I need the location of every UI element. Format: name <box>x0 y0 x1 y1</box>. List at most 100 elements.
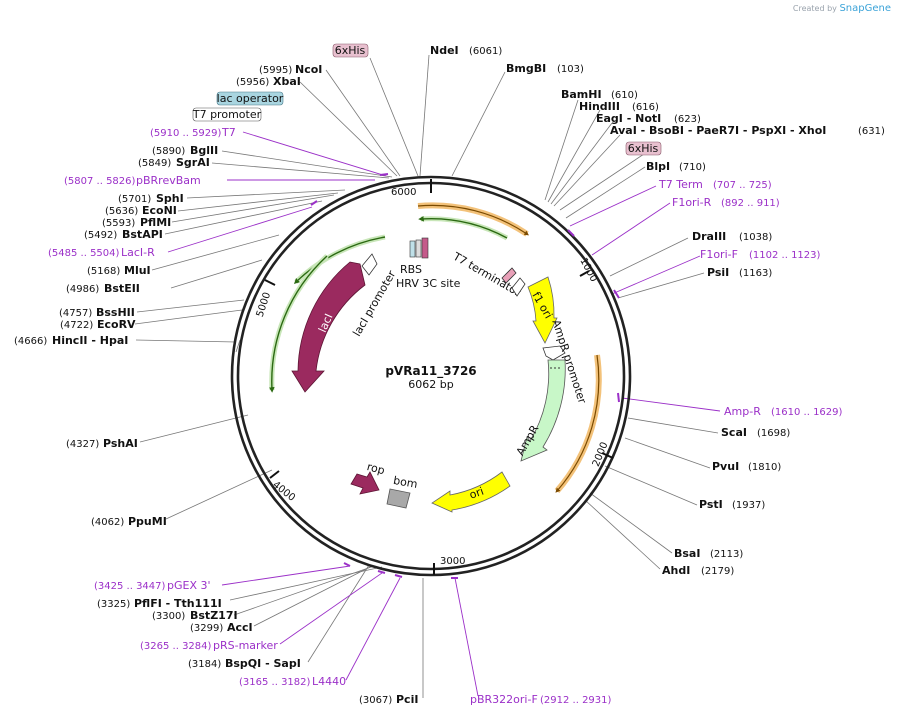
tick-5000 <box>264 279 276 286</box>
ori-arrow <box>431 471 511 513</box>
tick-1000 <box>579 270 590 277</box>
site-pcii-pos: (3067) <box>359 695 392 706</box>
site-ahdi: AhdI <box>662 564 690 577</box>
primer-pbr322ori-f: pBR322ori-F <box>470 693 538 706</box>
feature-rop-label: rop <box>365 460 386 477</box>
green-arrow-left1-line <box>293 236 386 284</box>
site-ecorv-pos: (4722) <box>60 320 93 331</box>
site-bmgbi-pos: (103) <box>557 64 584 75</box>
site-pshai: PshAI <box>103 437 138 450</box>
site-ecorv: EcoRV <box>97 318 136 331</box>
box-6xhis-top: 6xHis <box>335 44 366 57</box>
site-bglii-pos: (5890) <box>152 146 185 157</box>
feature-bom-label: bom <box>392 474 418 491</box>
tick-marks <box>264 179 614 575</box>
site-xbai-pos: (5956) <box>236 77 269 88</box>
site-mlui: MluI <box>124 264 151 277</box>
site-scai: ScaI <box>721 426 747 439</box>
site-bsteii: BstEII <box>104 282 140 295</box>
watermark-brand: SnapGene <box>839 3 891 14</box>
box-lac-operator: lac operator <box>217 92 284 105</box>
site-psti: PstI <box>699 498 723 511</box>
site-sgrai: SgrAI <box>176 156 210 169</box>
boxed-labels: 6xHis lac operator T7 promoter 6xHis <box>192 43 662 156</box>
primer-pbrrevbam-pos: (5807 .. 5826) <box>64 176 136 187</box>
site-ppumi: PpuMI <box>128 515 167 528</box>
site-bmgbi: BmgBI <box>506 62 546 75</box>
site-pflfi-pos: (3325) <box>97 599 130 610</box>
feature-rbs-label: RBS <box>400 263 422 276</box>
primer-amp-r-pos: (1610 .. 1629) <box>771 407 843 418</box>
site-xbai: XbaI <box>273 75 301 88</box>
ampr-arrow <box>520 359 566 462</box>
tick-2000 <box>601 452 614 459</box>
laci-promoter-arrow <box>361 253 378 276</box>
his-mark <box>421 237 429 259</box>
green-arrow-left2-line <box>269 255 328 393</box>
primer-l4440: L4440 <box>312 675 346 688</box>
primer-t7-pos: (5910 .. 5929) <box>150 128 222 139</box>
site-bglii: BglII <box>190 144 218 157</box>
tick-label-3000: 3000 <box>440 556 465 567</box>
primer-pbr322ori-f-pos: (2912 .. 2931) <box>540 695 612 706</box>
hrv-mark <box>415 239 422 258</box>
site-pshai-pos: (4327) <box>66 439 99 450</box>
site-bstapi: BstAPI <box>122 228 163 241</box>
site-hincii-hpai: HincII - HpaI <box>52 334 128 347</box>
primer-labels: (5910 .. 5929) T7 (5807 .. 5826) pBRrevB… <box>48 126 843 706</box>
site-pvui-pos: (1810) <box>748 462 781 473</box>
site-eagi-noti-pos: (623) <box>674 114 701 125</box>
plasmid-length: 6062 bp <box>408 378 453 391</box>
site-ndei: NdeI <box>430 44 459 57</box>
primer-t7-term: T7 Term <box>658 178 703 191</box>
site-sgrai-pos: (5849) <box>138 158 171 169</box>
primer-marks <box>310 173 620 579</box>
site-blpi-pos: (710) <box>679 162 706 173</box>
site-bsshii-pos: (4757) <box>59 308 92 319</box>
tick-label-6000: 6000 <box>391 187 416 198</box>
site-bamhi: BamHI <box>561 88 602 101</box>
orf-top-line <box>417 204 529 236</box>
site-acci-pos: (3299) <box>190 623 223 634</box>
primer-pgex3: pGEX 3' <box>167 579 211 592</box>
ampr-promoter-arrow <box>542 345 566 361</box>
site-bsai-pos: (2113) <box>710 549 743 560</box>
site-ndei-pos: (6061) <box>469 46 502 57</box>
site-bsai: BsaI <box>674 547 700 560</box>
watermark-prefix: Created by <box>792 4 837 13</box>
site-bstz17i-pos: (3300) <box>152 611 185 622</box>
site-hindiii: HindIII <box>579 100 620 113</box>
primer-pgex3-pos: (3425 .. 3447) <box>94 581 166 592</box>
site-draiii: DraIII <box>692 230 726 243</box>
leader-lines <box>134 54 719 698</box>
site-bstz17i: BstZ17I <box>190 609 238 622</box>
primer-f1ori-r-pos: (892 .. 911) <box>721 198 780 209</box>
site-econi-pos: (5636) <box>105 206 138 217</box>
site-ppumi-pos: (4062) <box>91 517 124 528</box>
primer-leader-lines <box>167 131 721 697</box>
site-pflmi: PflMI <box>140 216 171 229</box>
site-bsshii: BssHII <box>96 306 135 319</box>
tick-label-1000: 1000 <box>577 256 599 284</box>
bom-mark <box>386 488 411 509</box>
green-arrow-top-line <box>418 216 508 239</box>
primer-t7-term-pos: (707 .. 725) <box>713 180 772 191</box>
primer-pbrrevbam: pBRrevBam <box>136 174 201 187</box>
primer-laci-r: LacI-R <box>121 246 155 259</box>
plasmid-name: pVRa11_3726 <box>385 364 476 379</box>
site-avai-group: AvaI - BsoBI - PaeR7I - PspXI - XhoI <box>610 124 826 137</box>
t7-terminator-mark <box>501 267 517 284</box>
primer-f1ori-r: F1ori-R <box>672 196 712 209</box>
primer-prs-marker: pRS-marker <box>213 639 278 652</box>
site-psii-pos: (1163) <box>739 268 772 279</box>
small-promoter-mark <box>511 277 526 297</box>
rop-arrow <box>350 471 380 495</box>
feature-ori-label: ori <box>468 485 486 502</box>
primer-amp-r: Amp-R <box>724 405 761 418</box>
site-psii: PsiI <box>707 266 729 279</box>
site-econi: EcoNI <box>142 204 177 217</box>
site-blpi: BlpI <box>646 160 670 173</box>
sites-left: (5995) NcoI (5956) XbaI (5890) BglII (58… <box>14 63 322 670</box>
primer-prs-marker-pos: (3265 .. 3284) <box>140 641 212 652</box>
